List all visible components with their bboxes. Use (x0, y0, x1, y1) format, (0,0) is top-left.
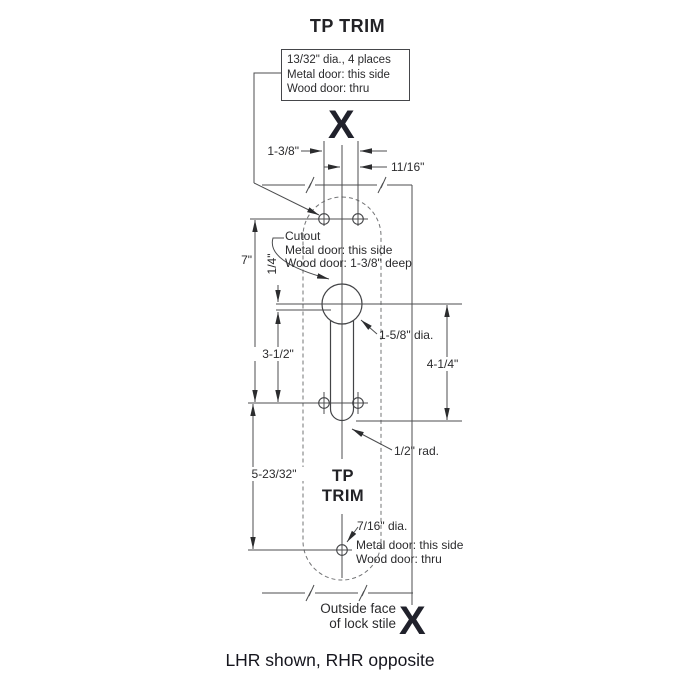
dim-label-slot-radius: 1/2" rad. (394, 444, 439, 458)
break-symbol (305, 176, 315, 194)
mounting-hole-top-right (352, 213, 364, 225)
mounting-hole-bottom (336, 544, 348, 556)
mounting-hole-mid-right (352, 397, 364, 409)
handing-caption: LHR shown, RHR opposite (225, 650, 435, 670)
dim-label-quarter: 1/4" (265, 253, 279, 275)
bottom-hole-note-line-2: Metal door: this side (356, 538, 464, 552)
outside-face-label: Outside face of lock stile (238, 601, 396, 631)
datum-x-mark-bottom: X (399, 599, 426, 643)
cutout-note-line-1: Cutout (285, 229, 321, 243)
mounting-hole-top-left (318, 213, 330, 225)
cutout-circle (321, 283, 363, 325)
callout-line-3: Wood door: thru (287, 83, 370, 95)
callout-line-2: Metal door: this side (287, 68, 390, 81)
cutout-note: Cutout Metal door: this side Wood door: … (285, 229, 412, 271)
cutout-slot (329, 320, 355, 422)
cutout-note-line-2: Metal door: this side (285, 242, 393, 257)
trim-label-line-1: TP (331, 467, 355, 485)
extension-lines (248, 141, 462, 578)
dim-label-center-offset: 11/16" (391, 160, 425, 174)
outside-face-line-1: Outside face (320, 601, 396, 616)
callout-line-1: 13/32" dia., 4 places (287, 54, 391, 66)
radius-leader (351, 428, 393, 451)
outside-face-line-2: of lock stile (329, 615, 396, 631)
mounting-holes (318, 213, 364, 556)
bottom-hole-leader (346, 526, 359, 543)
dim-label-cutout-dia: 1-5/8" dia. (379, 328, 434, 342)
dim-label-cutout-span: 4-1/4" (420, 357, 465, 371)
cutout-note-line-3: Wood door: 1-3/8" deep (285, 256, 412, 270)
trim-plate-label: TP TRIM (313, 466, 373, 506)
break-symbol (377, 176, 387, 194)
dia-leader (360, 319, 378, 335)
dim-label-hole-span: 7" (241, 253, 252, 267)
bottom-hole-dia-label: 7/16" dia. (357, 519, 408, 533)
page-title: TP TRIM (309, 16, 386, 36)
dim-label-holes-to-bottom: 5-23/32" (243, 467, 305, 481)
break-symbol (358, 584, 368, 602)
callout-leader-arrow (253, 182, 320, 216)
datum-x-mark-top: X (328, 103, 355, 147)
bottom-hole-note-line-3: Wood door: thru (356, 552, 442, 566)
leader-lines (253, 72, 393, 543)
dim-label-center-to-holes: 3-1/2" (254, 347, 302, 361)
break-symbol (305, 584, 315, 602)
callout-leader-elbow (253, 72, 282, 183)
dim-label-hole-spacing: 1-3/8" (267, 144, 299, 158)
mounting-hole-mid-left (318, 397, 330, 409)
cutout-leader (271, 237, 330, 280)
keyhole-cutout (321, 283, 363, 422)
trim-label-line-2: TRIM (321, 487, 365, 505)
door-edge-and-breaks (262, 176, 413, 605)
top-holes-callout: 13/32" dia., 4 places Metal door: this s… (281, 49, 410, 101)
